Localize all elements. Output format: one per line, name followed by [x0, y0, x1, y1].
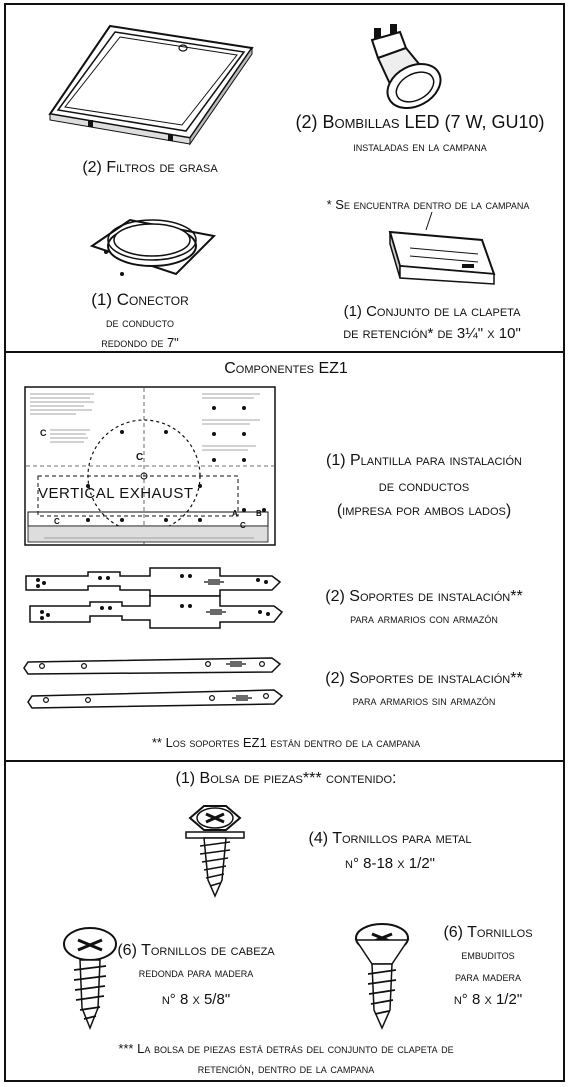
duct-connector-sublabel-1: de conducto [106, 315, 174, 330]
framed-brackets-label: (2) Soportes de instalación** [325, 588, 523, 605]
flathead-screws-label: (6) Tornillos [443, 924, 533, 941]
damper-assembly-image [382, 212, 502, 292]
damper-label: (1) Conjunto de la clapeta [343, 303, 521, 320]
flathead-screw-image [350, 918, 414, 1034]
duct-template-image: C C C A B C VERTICAL EXHAUST [24, 386, 276, 546]
brackets-note: ** Los soportes EZ1 están dentro de la c… [151, 735, 421, 750]
grease-filters-label: (2) Filtros de grasa [82, 159, 218, 176]
inside-hood-note: * Se encuentra dentro de la campana [326, 197, 530, 212]
grease-filter-image [40, 18, 260, 148]
frameless-brackets-sublabel: para armarios sin armazón [352, 693, 496, 708]
led-bulbs-label: (2) Bombillas LED (7 W, GU10) [295, 112, 545, 132]
roundhead-screws-sublabel: redonda para madera [138, 965, 254, 980]
outer-frame [4, 3, 565, 1082]
duct-connector-label: (1) Conector [91, 290, 189, 309]
duct-template-label: (1) Plantilla para instalación [326, 452, 522, 469]
flathead-screws-sublabel-2: para madera [455, 969, 521, 984]
metal-screws-label: (4) Tornillos para metal [308, 830, 472, 847]
damper-sublabel: de retención* de 3¼" x 10" [343, 325, 521, 342]
svg-text:A: A [232, 509, 238, 518]
duct-connector-sublabel-2: redondo de 7" [101, 335, 179, 350]
parts-bag-note-1: *** La bolsa de piezas está detrás del c… [118, 1041, 454, 1056]
svg-text:C: C [136, 452, 143, 463]
section-divider-2 [4, 760, 565, 762]
roundhead-screws-label: (6) Tornillos de cabeza [117, 942, 275, 959]
svg-text:C: C [54, 517, 60, 526]
template-print-text: VERTICAL EXHAUST [38, 485, 194, 502]
section-divider-1 [4, 351, 565, 353]
svg-text:C: C [40, 428, 47, 438]
framed-brackets-image [22, 562, 286, 638]
framed-brackets-sublabel: para armarios con armazón [350, 611, 498, 626]
roundhead-screws-size: n° 8 x 5/8" [161, 991, 231, 1008]
flathead-screws-sublabel-1: embuditos [461, 947, 515, 962]
parts-bag-heading: (1) Bolsa de piezas*** contenido: [175, 770, 397, 787]
duct-template-sublabel-1: de conductos [378, 478, 470, 495]
frameless-brackets-label: (2) Soportes de instalación** [325, 670, 523, 687]
duct-template-sublabel-2: (impresa por ambos lados) [336, 502, 512, 519]
led-bulbs-sublabel: instaladas en la campana [353, 139, 487, 154]
metal-screw-image [180, 800, 250, 900]
ez1-components-heading: Componentes EZ1 [224, 360, 348, 377]
parts-bag-note-2: retención, dentro de la campana [197, 1061, 375, 1076]
frameless-brackets-image [22, 650, 286, 724]
flathead-screws-size: n° 8 x 1/2" [453, 991, 523, 1008]
roundhead-screw-image [58, 922, 122, 1034]
svg-text:B: B [256, 509, 262, 518]
metal-screws-size: n° 8-18 x 1/2" [345, 855, 435, 872]
svg-text:C: C [240, 521, 246, 530]
led-bulb-image [362, 20, 454, 112]
duct-connector-image [82, 210, 222, 290]
